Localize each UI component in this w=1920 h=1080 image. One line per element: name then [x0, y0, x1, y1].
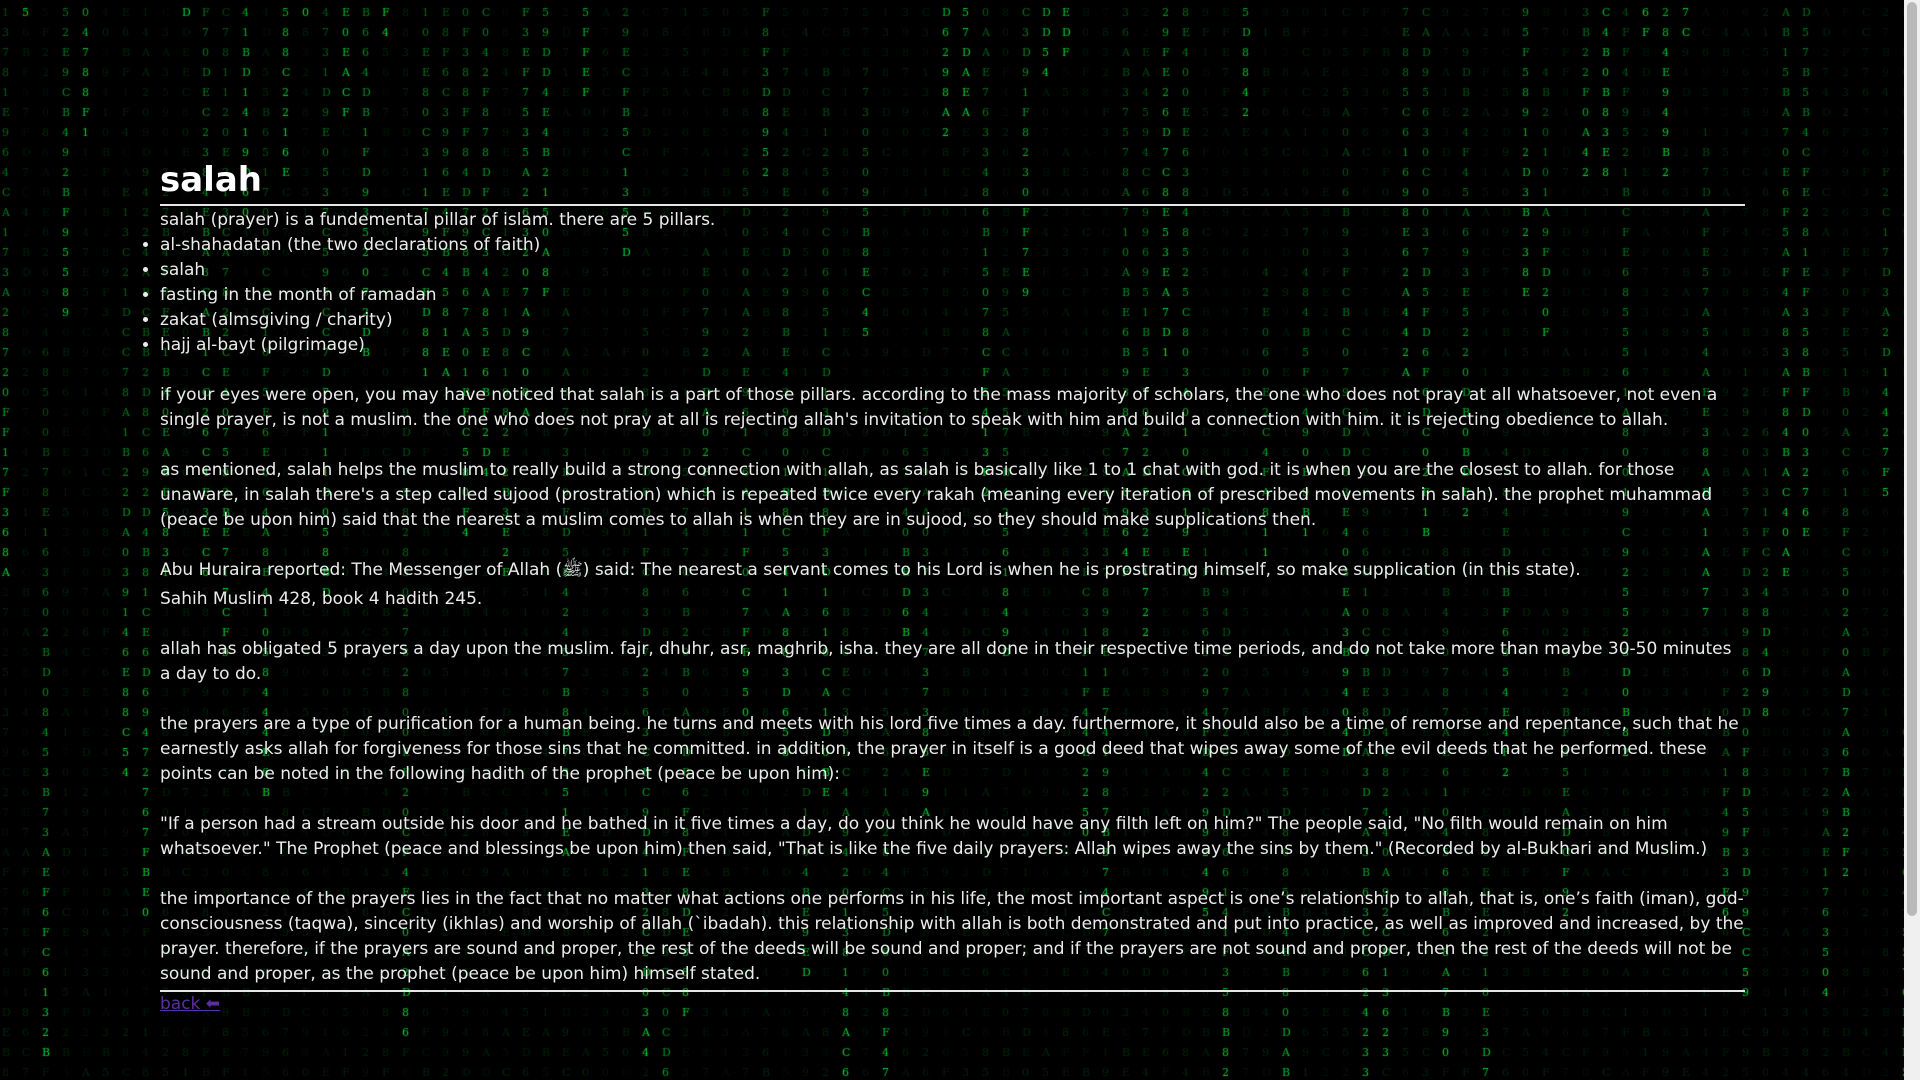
- paragraph-obligation: if your eyes were open, you may have not…: [160, 385, 1718, 430]
- paragraph-connection: as mentioned, salah helps the muslim to …: [160, 460, 1713, 530]
- list-item: zakat (almsgiving / charity): [160, 308, 1745, 333]
- intro-text: salah (prayer) is a fundemental pillar o…: [160, 210, 716, 230]
- scrollbar-thumb[interactable]: [1907, 2, 1917, 916]
- paragraph-purification: the prayers are a type of purification f…: [160, 714, 1739, 784]
- back-link[interactable]: back ⬅: [160, 994, 221, 1014]
- paragraph-five-prayers: allah has obligated 5 prayers a day upon…: [160, 639, 1732, 684]
- paragraph-importance: the importance of the prayers lies in th…: [160, 889, 1744, 984]
- hadith-reference: Sahih Muslim 428, book 4 hadith 245.: [160, 589, 483, 609]
- footer-divider: [160, 990, 1745, 992]
- vertical-scrollbar[interactable]: [1904, 0, 1920, 1080]
- list-item: hajj al-bayt (pilgrimage): [160, 333, 1745, 358]
- hadith-quote-stream: "If a person had a stream outside his do…: [160, 814, 1708, 859]
- article: salah salah (prayer) is a fundemental pi…: [160, 160, 1745, 1016]
- pillars-list: al-shahadatan (the two declarations of f…: [160, 233, 1745, 358]
- list-item: salah: [160, 258, 1745, 283]
- page-title: salah: [160, 160, 1745, 206]
- list-item: al-shahadatan (the two declarations of f…: [160, 233, 1745, 258]
- list-item: fasting in the month of ramadan: [160, 283, 1745, 308]
- hadith-quote: Abu Huraira reported: The Messenger of A…: [160, 560, 1581, 580]
